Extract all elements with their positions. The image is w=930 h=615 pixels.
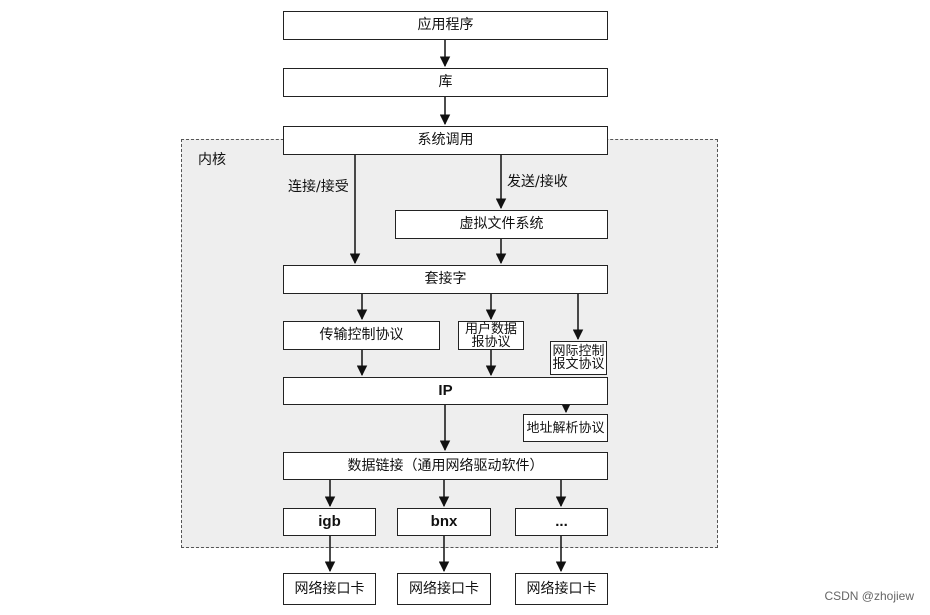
kernel-label: 内核 (198, 152, 226, 168)
node-arp: 地址解析协议 (523, 414, 608, 442)
edge-label-connect-accept: 连接/接受 (288, 179, 349, 195)
node-nic-1: 网络接口卡 (283, 573, 376, 605)
node-application: 应用程序 (283, 11, 608, 40)
node-igb-driver: igb (283, 508, 376, 536)
node-tcp: 传输控制协议 (283, 321, 440, 350)
edge-label-send-receive: 发送/接收 (507, 174, 568, 190)
node-bnx-driver: bnx (397, 508, 491, 536)
node-library: 库 (283, 68, 608, 97)
node-ip: IP (283, 377, 608, 405)
node-data-link: 数据链接（通用网络驱动软件） (283, 452, 608, 480)
node-virtual-file-system: 虚拟文件系统 (395, 210, 608, 239)
watermark: CSDN @zhojiew (824, 589, 914, 603)
node-nic-2: 网络接口卡 (397, 573, 491, 605)
node-other-driver: ... (515, 508, 608, 536)
node-icmp: 网际控制报文协议 (550, 341, 607, 375)
node-udp: 用户数据报协议 (458, 321, 524, 350)
node-system-call: 系统调用 (283, 126, 608, 155)
node-nic-3: 网络接口卡 (515, 573, 608, 605)
node-socket: 套接字 (283, 265, 608, 294)
